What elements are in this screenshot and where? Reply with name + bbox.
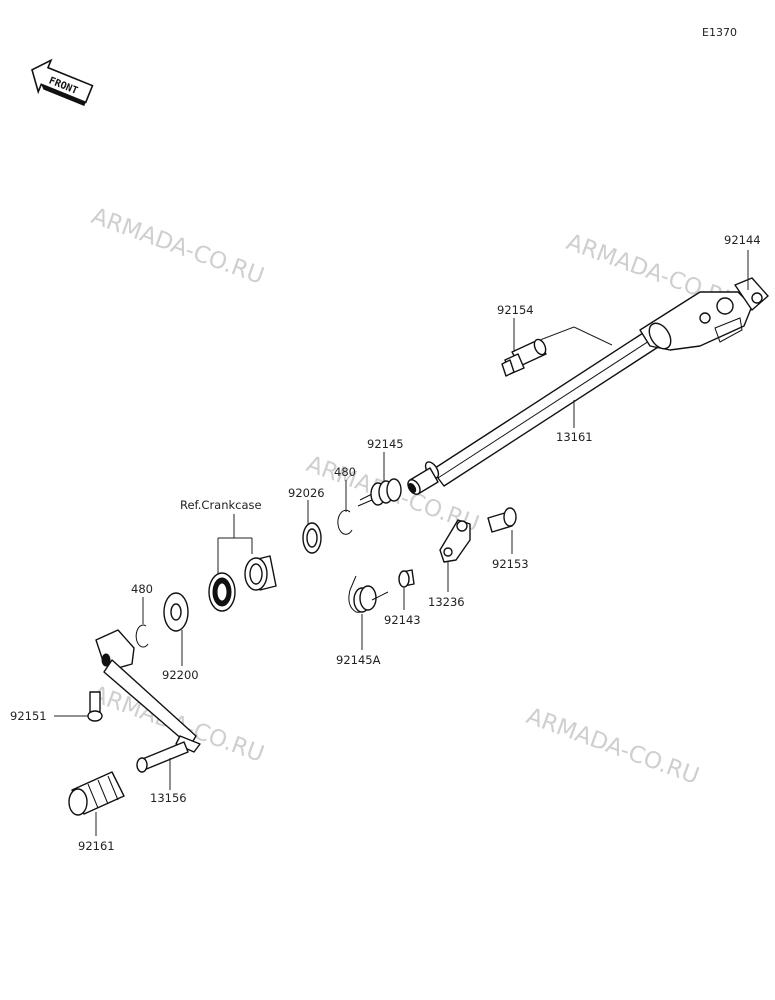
label-480-top: 480 [334, 465, 356, 479]
label-92143: 92143 [384, 613, 421, 627]
label-13156: 13156 [150, 791, 187, 805]
circlip-480-top [337, 509, 353, 535]
watermarks: ARMADA-CO.RU ARMADA-CO.RU ARMADA-CO.RU A… [88, 203, 742, 790]
front-arrow-icon: FRONT [31, 58, 94, 107]
arm-13236 [439, 519, 471, 563]
watermark-1: ARMADA-CO.RU [88, 203, 267, 290]
part-labels: 92144 92154 13161 92145 480 92026 Ref.Cr… [10, 233, 761, 853]
label-480-left: 480 [131, 582, 153, 596]
spring-92145a [348, 575, 389, 613]
collar-92143 [398, 569, 415, 588]
label-92154: 92154 [497, 303, 534, 317]
shift-pedal-lever [95, 629, 201, 753]
label-92200: 92200 [162, 668, 199, 682]
label-92145: 92145 [367, 437, 404, 451]
bolt-92151 [87, 691, 103, 722]
bolt-92153 [487, 507, 517, 533]
label-ref-crankcase: Ref.Crankcase [180, 498, 262, 512]
rubber-peg [68, 771, 125, 816]
washer-92026 [302, 522, 322, 554]
label-92153: 92153 [492, 557, 529, 571]
bolt-92154 [501, 338, 547, 377]
label-92161: 92161 [78, 839, 115, 853]
leader-lines [54, 250, 749, 836]
shift-pin [136, 741, 189, 773]
label-92026: 92026 [288, 486, 325, 500]
watermark-5: ARMADA-CO.RU [523, 703, 702, 790]
label-13236: 13236 [428, 595, 465, 609]
circlip-480-left [135, 624, 149, 648]
label-92145a: 92145A [336, 653, 381, 667]
shift-arm-plate [639, 277, 769, 351]
diagram-code: E1370 [702, 26, 737, 39]
shift-shaft [407, 321, 673, 495]
oil-seal [208, 572, 236, 612]
needle-bearing [244, 555, 277, 591]
label-13161: 13161 [556, 430, 593, 444]
washer-92200 [163, 592, 189, 632]
spring-92145 [357, 478, 402, 507]
label-92144: 92144 [724, 233, 761, 247]
label-92151: 92151 [10, 709, 47, 723]
